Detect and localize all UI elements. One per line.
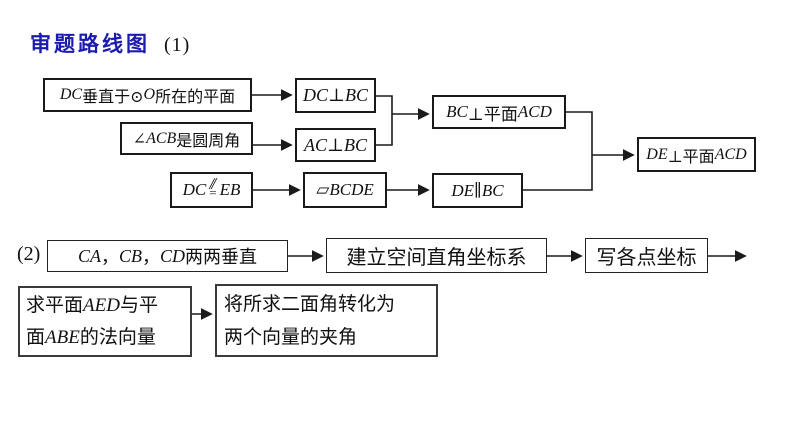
title-text: 审题路线图 bbox=[30, 33, 150, 56]
dihedral-line-2: 两个向量的夹角 bbox=[224, 326, 358, 348]
dihedral-line-1: 将所求二面角转化为 bbox=[224, 293, 396, 315]
dc-text: DC bbox=[182, 180, 207, 199]
box-parallelogram-bcde: ▱BCDE bbox=[303, 172, 387, 208]
parallel-equal-symbol: ∥ = bbox=[206, 176, 220, 200]
merge-dcbc-acbc bbox=[376, 95, 393, 146]
box-dc-perp-bc: DC⊥BC bbox=[295, 78, 376, 113]
box-de-parallel-bc: DE∥BC bbox=[432, 173, 523, 208]
normals-line-1: 求平面AED与平 bbox=[26, 294, 158, 316]
box-ac-perp-bc: AC⊥BC bbox=[295, 128, 376, 162]
equal-part: = bbox=[209, 184, 217, 200]
box-write-point-coordinates: 写各点坐标 bbox=[585, 238, 708, 273]
normals-line-2: 面ABE的法向量 bbox=[26, 326, 156, 348]
page-title: 审题路线图 (1) bbox=[30, 28, 190, 58]
box-dihedral-to-vector-angle: 将所求二面角转化为 两个向量的夹角 bbox=[215, 284, 438, 357]
box-dc-parallel-equal-eb: DC ∥ = EB bbox=[170, 172, 253, 208]
title-index: (1) bbox=[164, 34, 191, 56]
box-find-normal-vectors: 求平面AED与平 面ABE的法向量 bbox=[18, 286, 192, 357]
box-build-coordinate-system: 建立空间直角坐标系 bbox=[326, 238, 547, 273]
parallel-part: ∥ bbox=[206, 176, 220, 191]
eb-text: EB bbox=[219, 180, 241, 199]
section-2-label: (2) bbox=[17, 243, 41, 265]
